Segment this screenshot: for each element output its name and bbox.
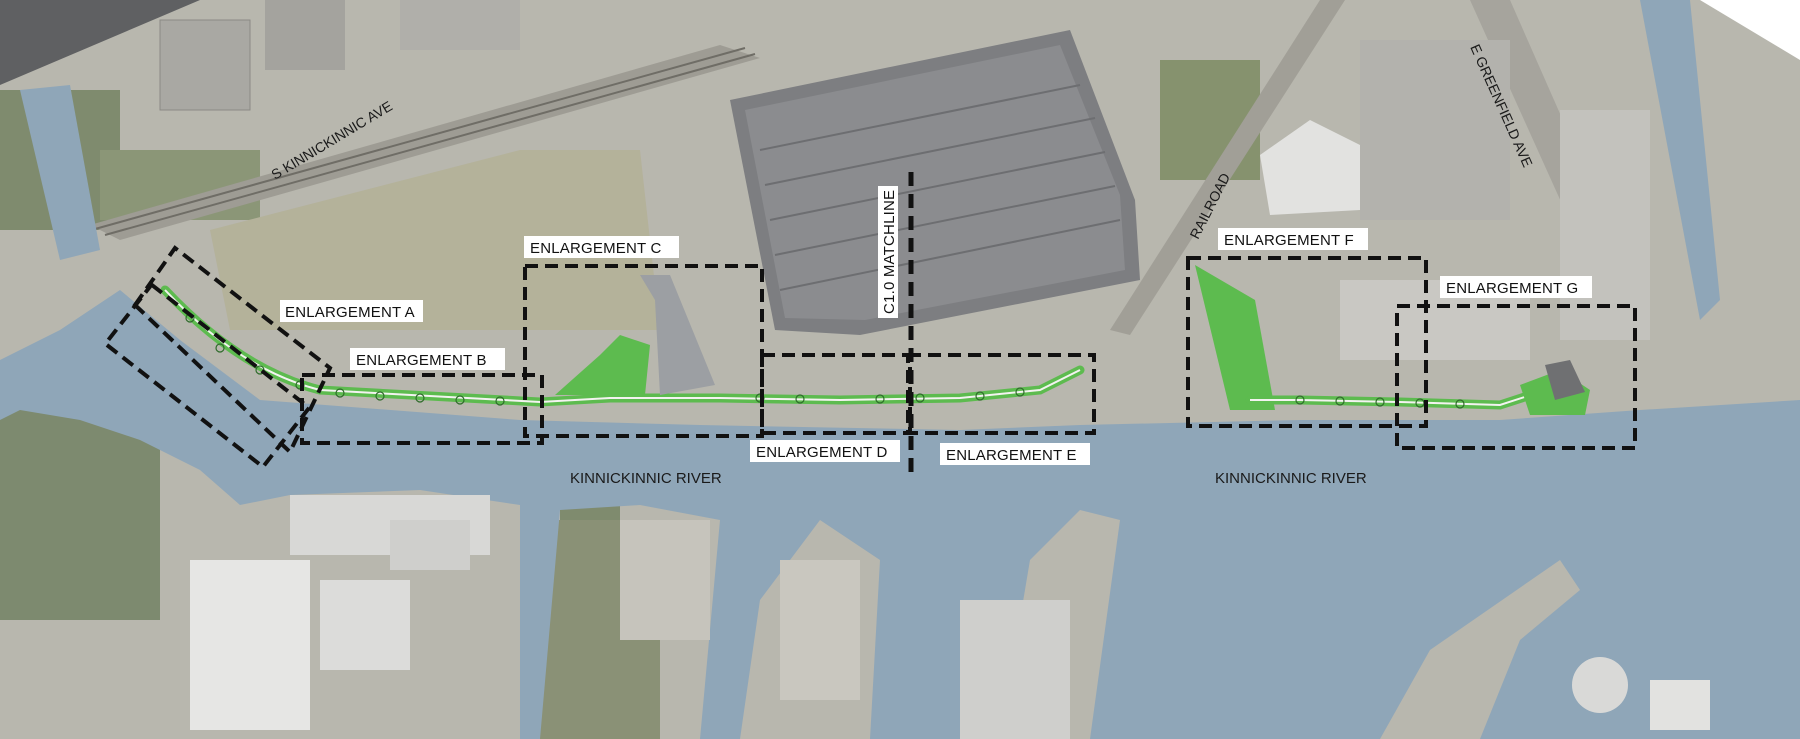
river-left-channel: [20, 85, 100, 260]
buildings-top-left: [159, 0, 520, 111]
enlargement-a-box: [102, 281, 312, 470]
riverwalk-trail: [160, 265, 1590, 415]
label-enlargement-a: ENLARGEMENT A: [285, 304, 415, 321]
label-enlargement-d: ENLARGEMENT D: [756, 444, 888, 461]
enlargement-a-outline: [132, 245, 333, 456]
kinnickinnic-river-water: [0, 290, 1800, 739]
enlargement-boundaries: [102, 172, 1637, 478]
label-enlargement-g: ENLARGEMENT G: [1446, 280, 1578, 297]
warehouse-building: [730, 30, 1140, 335]
photo-edge-white: [1700, 0, 1800, 60]
enlargement-labels: ENLARGEMENT A ENLARGEMENT B ENLARGEMENT …: [280, 186, 1592, 465]
enlargement-g-box: [1395, 304, 1637, 450]
label-river-east: KINNICKINNIC RIVER: [1215, 470, 1367, 487]
photo-edge-dark: [0, 0, 200, 85]
enlargement-b-box: [300, 373, 544, 445]
label-river-west: KINNICKINNIC RIVER: [570, 470, 722, 487]
label-enlargement-b: ENLARGEMENT B: [356, 352, 487, 369]
buildings-top-right: [1260, 40, 1650, 360]
river-right-slip: [1640, 0, 1720, 320]
railway-tracks: [90, 45, 760, 240]
label-enlargement-f: ENLARGEMENT F: [1224, 232, 1354, 249]
enlargement-e-box: [906, 353, 1096, 435]
railroad-strip: [1110, 0, 1345, 335]
label-enlargement-e: ENLARGEMENT E: [946, 447, 1077, 464]
south-bank-buildings: [190, 495, 1710, 739]
label-enlargement-c: ENLARGEMENT C: [530, 240, 662, 257]
enlargement-c-box: [523, 264, 764, 438]
enlargement-f-box: [1186, 256, 1428, 428]
label-matchline: C1.0 MATCHLINE: [881, 190, 898, 314]
open-field: [210, 150, 660, 330]
